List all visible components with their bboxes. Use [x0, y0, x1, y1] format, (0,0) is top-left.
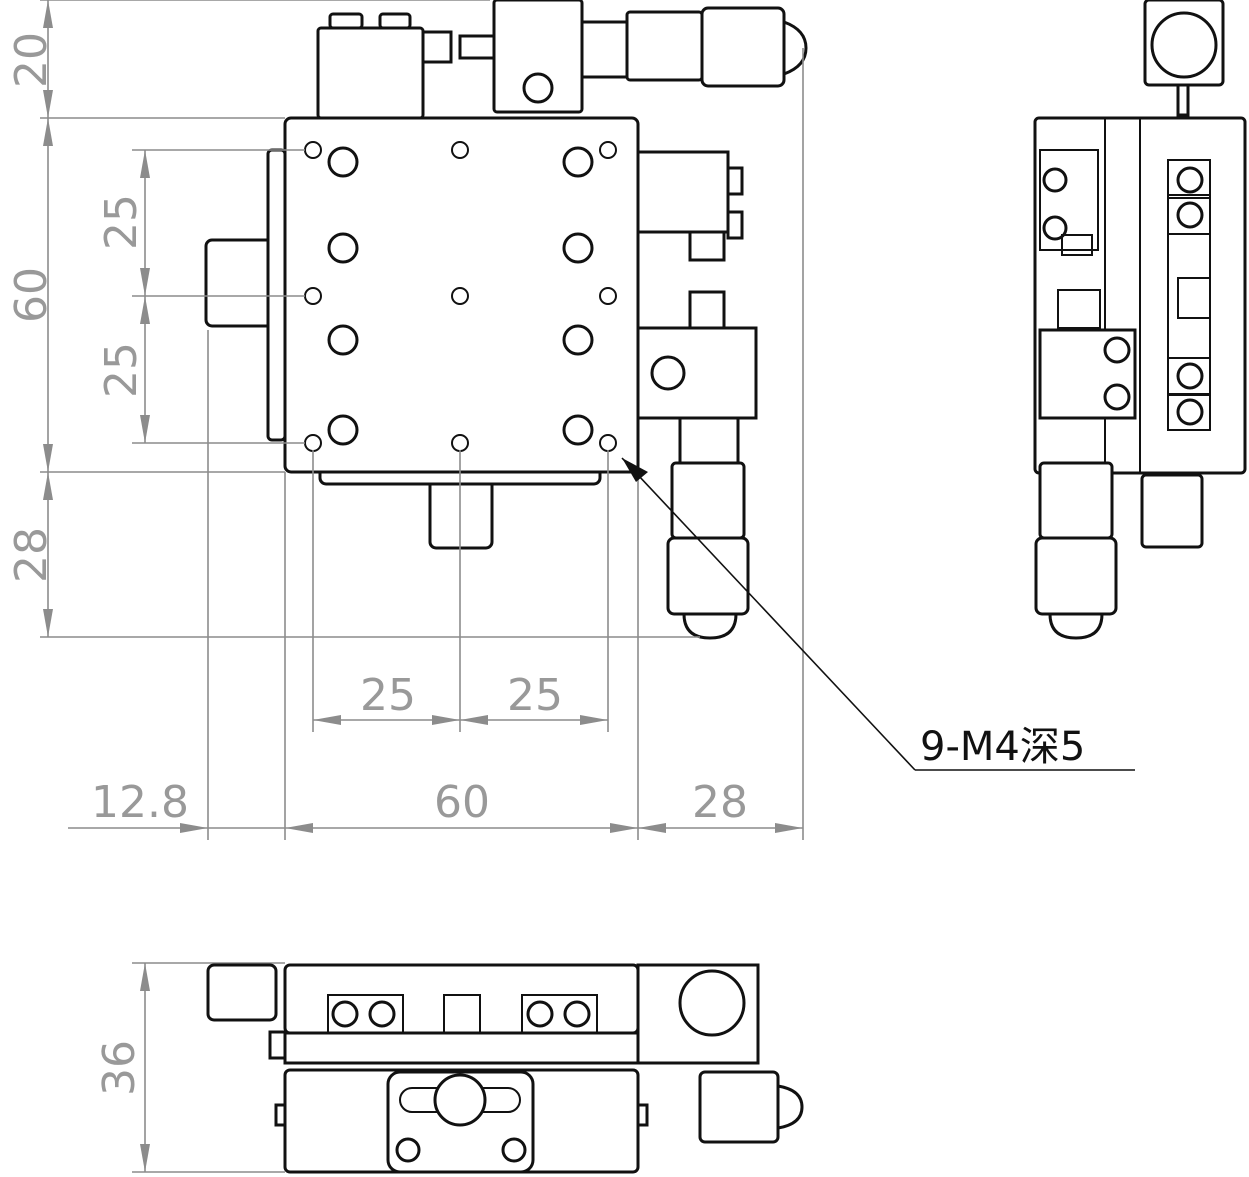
front-view: 36	[94, 962, 804, 1174]
dim-12-8: 12.8	[91, 777, 189, 828]
top-view	[204, 0, 808, 640]
dim-25-upper: 25	[96, 194, 147, 250]
dim-25-right: 25	[507, 670, 563, 721]
dim-60-vertical: 60	[6, 267, 57, 323]
dimension-lines: 20 60 28 25 25 25 25 12.8 60 28	[6, 0, 804, 840]
callout-label: 9-M4深5	[920, 724, 1085, 770]
dim-36: 36	[94, 1040, 145, 1096]
dim-20: 20	[6, 32, 57, 88]
side-view	[1033, 0, 1247, 640]
stage-plate	[283, 116, 640, 474]
dim-25-left: 25	[360, 670, 416, 721]
dim-25-lower: 25	[96, 342, 147, 398]
dim-60-horizontal: 60	[434, 777, 490, 828]
thread-callout: 9-M4深5	[621, 457, 1135, 771]
dim-28-vertical: 28	[6, 527, 57, 583]
mounting-holes	[304, 141, 617, 452]
dim-28-horizontal: 28	[692, 777, 748, 828]
